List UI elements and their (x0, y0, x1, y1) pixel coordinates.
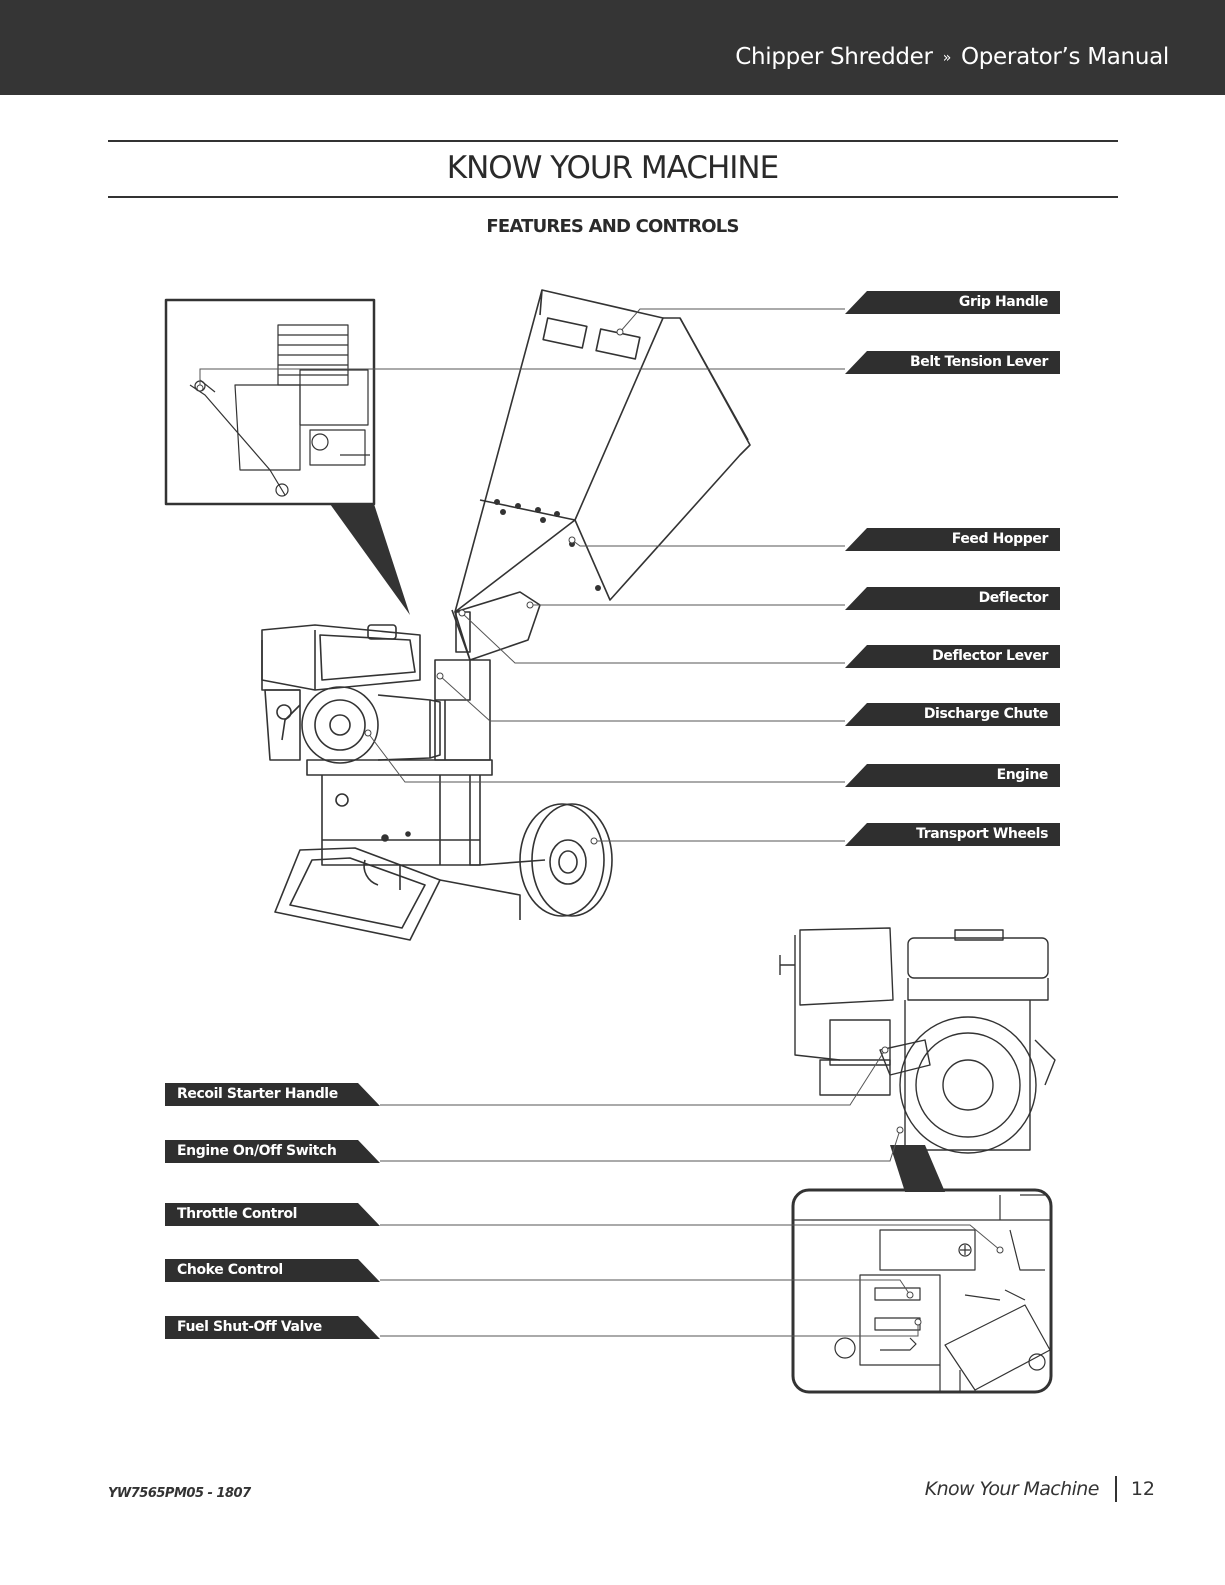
title-rule-bottom (108, 196, 1118, 198)
callout-throttle-control: Throttle Control (165, 1203, 380, 1226)
engine-side-art (779, 927, 1056, 1154)
callout-belt-tension-lever: Belt Tension Lever (845, 351, 1060, 374)
footer-section: Know Your Machine 12 (925, 1476, 1155, 1502)
breadcrumb-separator: » (942, 50, 952, 66)
leader-dots (196, 328, 1004, 1326)
feed-hopper-art (454, 289, 751, 613)
title-rule-top (108, 140, 1118, 142)
engine-art (261, 624, 441, 764)
callout-feed-hopper: Feed Hopper (845, 528, 1060, 551)
inset-pointer-bottom (890, 1145, 945, 1192)
callout-deflector-lever: Deflector Lever (845, 645, 1060, 668)
footer-divider (1114, 1476, 1117, 1502)
section-title: FEATURES AND CONTROLS (486, 216, 739, 237)
inset-pointer-top (330, 504, 410, 615)
callout-grip-handle: Grip Handle (845, 291, 1060, 314)
controls-inset-frame (791, 1188, 1053, 1394)
callout-deflector: Deflector (845, 587, 1060, 610)
callout-engine-on-off-switch: Engine On/Off Switch (165, 1140, 380, 1163)
leader-lines (199, 308, 1001, 1337)
transport-wheel-art (519, 803, 613, 917)
belt-lever-inset-sketch (189, 324, 370, 497)
page-title: KNOW YOUR MACHINE (446, 150, 779, 186)
frame-art (274, 659, 546, 941)
breadcrumb-manual: Operator’s Manual (960, 44, 1169, 70)
header-bar: Chipper Shredder » Operator’s Manual (0, 0, 1225, 95)
callout-transport-wheels: Transport Wheels (845, 823, 1060, 846)
breadcrumb-product: Chipper Shredder (735, 44, 933, 70)
deflector-art (435, 591, 541, 701)
page-number: 12 (1130, 1478, 1155, 1500)
callout-recoil-starter-handle: Recoil Starter Handle (165, 1083, 380, 1106)
document-code: YW7565PM05 - 1807 (108, 1486, 251, 1501)
callout-discharge-chute: Discharge Chute (845, 703, 1060, 726)
footer-section-title: Know Your Machine (924, 1478, 1100, 1500)
callout-choke-control: Choke Control (165, 1259, 380, 1282)
callout-engine: Engine (845, 764, 1060, 787)
belt-lever-inset-frame (164, 298, 376, 506)
controls-inset-sketch (793, 1194, 1051, 1392)
callout-fuel-shut-off-valve: Fuel Shut-Off Valve (165, 1316, 380, 1339)
breadcrumb: Chipper Shredder » Operator’s Manual (735, 44, 1169, 70)
